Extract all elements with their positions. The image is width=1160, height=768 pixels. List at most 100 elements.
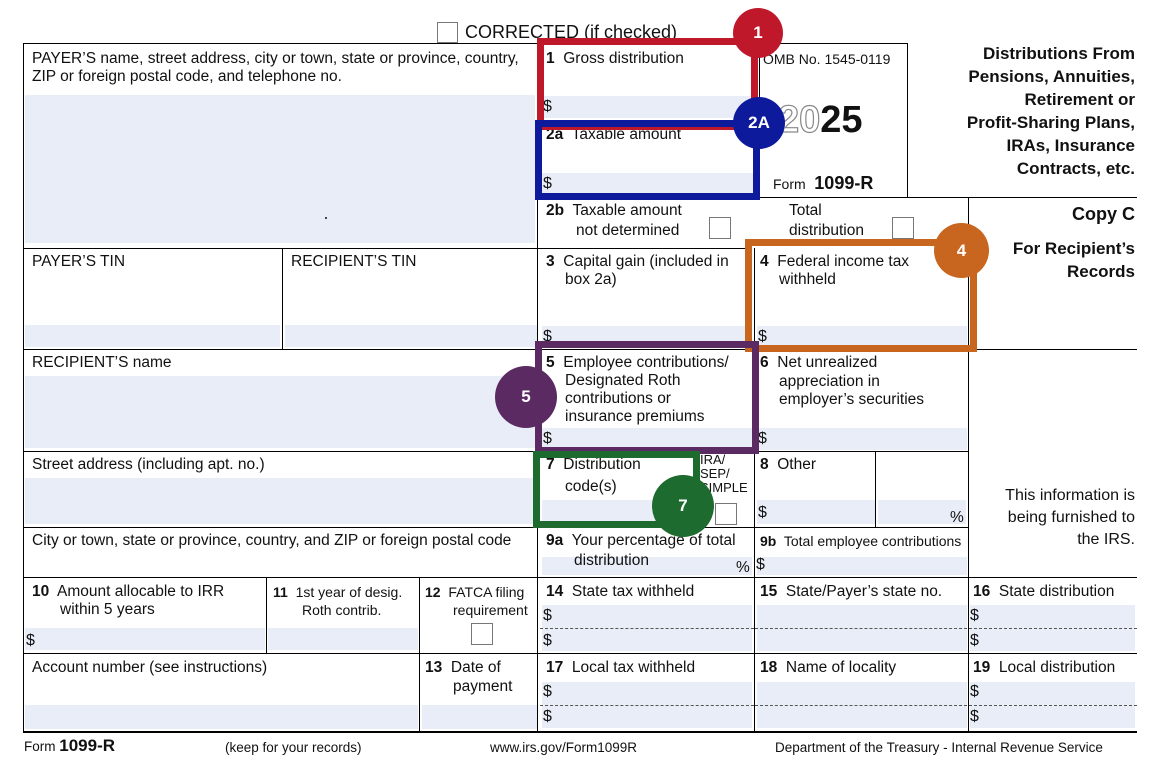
recipient-name-label: RECIPIENT’S name bbox=[32, 354, 172, 371]
box19-dollar-2: $ bbox=[970, 708, 979, 725]
recipient-name-field[interactable] bbox=[25, 376, 537, 448]
callout-badge-7: 7 bbox=[652, 475, 714, 537]
rule-col2 bbox=[754, 248, 755, 732]
box7-label-line2: code(s) bbox=[565, 478, 617, 495]
title-line: Profit-Sharing Plans, bbox=[966, 113, 1135, 132]
box3-label: 3 Capital gain (included in bbox=[546, 253, 729, 270]
box16-dollar-2: $ bbox=[970, 632, 979, 649]
box18-label: 18 Name of locality bbox=[760, 659, 897, 676]
fatca-checkbox[interactable] bbox=[471, 623, 493, 645]
recipient-tin-field[interactable] bbox=[285, 325, 537, 347]
dash-18 bbox=[755, 705, 967, 706]
callout-box-4 bbox=[745, 239, 977, 352]
box11-label-line2: Roth contrib. bbox=[302, 602, 382, 618]
footer-form-id: Form 1099-R bbox=[24, 736, 116, 755]
payer-tin-field[interactable] bbox=[25, 325, 280, 347]
callout-box-5 bbox=[535, 341, 759, 454]
account-label: Account number (see instructions) bbox=[32, 659, 268, 676]
ira-line: IRA/ bbox=[700, 452, 726, 467]
box4-field[interactable] bbox=[757, 326, 967, 348]
rule-tin-mid bbox=[282, 248, 283, 349]
box11-field[interactable] bbox=[268, 628, 418, 650]
box2a-label: 2a Taxable amount bbox=[546, 126, 682, 143]
total-distribution-label-line2: distribution bbox=[789, 222, 864, 239]
dash-14 bbox=[540, 628, 754, 629]
box5-label-line3: contributions or bbox=[565, 390, 671, 407]
ira-sep-simple-checkbox[interactable] bbox=[715, 503, 737, 525]
box12-label: 12 FATCA filing bbox=[425, 584, 525, 600]
box10-label-line2: within 5 years bbox=[60, 601, 155, 618]
box9a-percent: % bbox=[736, 559, 750, 576]
box9a-field[interactable] bbox=[542, 557, 752, 575]
box17-dollar-2: $ bbox=[543, 708, 552, 725]
dash-17 bbox=[540, 705, 754, 706]
rule-top bbox=[23, 43, 908, 44]
box1-dollar: $ bbox=[543, 98, 552, 115]
footer-url[interactable]: www.irs.gov/Form1099R bbox=[490, 740, 638, 755]
box3-label-line2: box 2a) bbox=[565, 271, 617, 288]
ira-line: SEP/ bbox=[700, 466, 730, 481]
box16-label: 16 State distribution bbox=[973, 583, 1115, 600]
box10-field[interactable] bbox=[25, 628, 265, 650]
box6-field[interactable] bbox=[757, 428, 967, 450]
account-field[interactable] bbox=[25, 705, 418, 729]
rule-box11-12 bbox=[419, 577, 420, 731]
total-distribution-label: Total bbox=[789, 202, 822, 219]
taxable-not-determined-checkbox[interactable] bbox=[709, 217, 731, 239]
box13-field[interactable] bbox=[422, 705, 537, 729]
box4-label-line2: withheld bbox=[779, 271, 836, 288]
callout-badge-5: 5 bbox=[495, 366, 557, 428]
box14-dollar-1: $ bbox=[543, 607, 552, 624]
total-distribution-checkbox[interactable] bbox=[892, 217, 914, 239]
rule-2b bbox=[537, 197, 1137, 198]
box5-label: 5 Employee contributions/ bbox=[546, 354, 729, 371]
rule-bottom bbox=[23, 731, 1137, 733]
footer-dept: Department of the Treasury - Internal Re… bbox=[775, 740, 1103, 755]
box14-dollar-2: $ bbox=[543, 632, 552, 649]
box9a-label: 9a Your percentage of total bbox=[546, 532, 736, 549]
payer-name-field[interactable] bbox=[25, 95, 535, 243]
box8-field[interactable] bbox=[757, 500, 875, 524]
form-id-header: Form 1099-R bbox=[773, 173, 874, 193]
box8-dollar: $ bbox=[758, 504, 767, 521]
box5-field[interactable] bbox=[542, 428, 752, 450]
dash-15 bbox=[755, 628, 967, 629]
city-label: City or town, state or province, country… bbox=[32, 532, 512, 549]
rule-col3 bbox=[968, 197, 969, 732]
rule-account bbox=[23, 653, 1137, 654]
corrected-checkbox[interactable] bbox=[437, 22, 458, 43]
title-line: IRAs, Insurance bbox=[1006, 136, 1136, 155]
ira-sep-simple-label: IRA/ SEP/ SIMPLE bbox=[700, 453, 748, 495]
rule-name bbox=[23, 349, 1137, 350]
box10-dollar: $ bbox=[26, 632, 35, 649]
box4-label: 4 Federal income tax bbox=[760, 253, 910, 270]
rule-box10-11 bbox=[266, 577, 267, 653]
box9b-field[interactable] bbox=[757, 557, 967, 575]
callout-box-2a bbox=[535, 120, 760, 200]
tax-year: 2025 bbox=[777, 99, 862, 140]
street-address-field[interactable] bbox=[25, 478, 537, 524]
box1-field[interactable] bbox=[542, 96, 757, 118]
box2a-field[interactable] bbox=[542, 173, 757, 195]
stray-dot bbox=[325, 217, 327, 219]
irs-note-line: This information is bbox=[1005, 487, 1135, 504]
dash-16 bbox=[969, 628, 1137, 629]
footer-keep: (keep for your records) bbox=[225, 740, 362, 755]
payer-name-label: PAYER’S name, street address, city or to… bbox=[32, 50, 519, 85]
irs-note-line: being furnished to bbox=[1007, 509, 1135, 526]
box8-label: 8 Other bbox=[760, 456, 817, 473]
box8-pct-field[interactable] bbox=[878, 500, 966, 524]
copy-sub-line: For Recipient’s bbox=[1012, 239, 1135, 258]
title-line: Distributions From bbox=[982, 44, 1135, 63]
form-title: Distributions From Pensions, Annuities, … bbox=[912, 42, 1135, 180]
rule-tin bbox=[23, 248, 745, 249]
box17-dollar-1: $ bbox=[543, 683, 552, 700]
copy-sub-line: Records bbox=[1066, 262, 1135, 281]
box2b-label-line2: not determined bbox=[576, 222, 680, 239]
box16-dollar-1: $ bbox=[970, 607, 979, 624]
rule-city bbox=[23, 527, 968, 528]
box8-percent: % bbox=[950, 509, 964, 526]
box17-label: 17 Local tax withheld bbox=[546, 659, 696, 676]
irs-note: This information is being furnished to t… bbox=[972, 485, 1135, 551]
box14-label: 14 State tax withheld bbox=[546, 583, 695, 600]
